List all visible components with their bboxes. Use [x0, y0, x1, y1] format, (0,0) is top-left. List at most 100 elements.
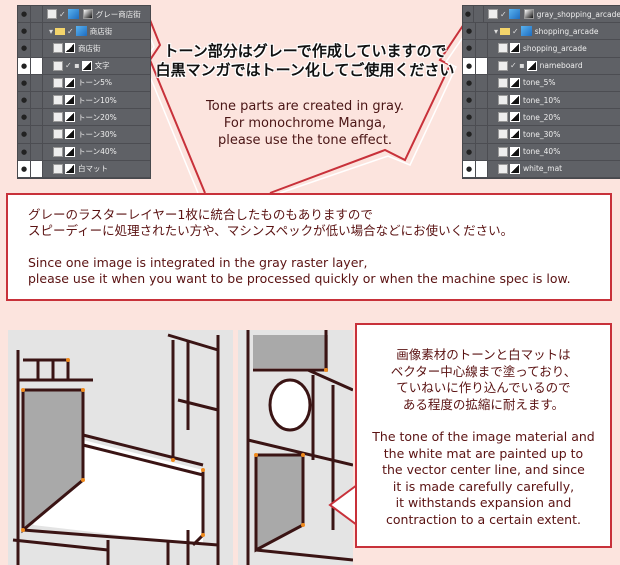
eye-icon[interactable]: ●	[18, 74, 31, 91]
eye-icon[interactable]: ●	[18, 143, 31, 160]
layer-row[interactable]: ● トーン10%	[18, 91, 150, 110]
eye-icon[interactable]: ●	[18, 57, 31, 74]
scale-note-box: 画像素材のトーンと白マットは ベクター中心線まで塗っており、 ていねいに作り込ん…	[355, 323, 612, 548]
eye-icon[interactable]: ●	[18, 126, 31, 143]
layer-panel-japanese: ●✓グレー商店街●▾✓商店街●商店街●✓ ▪文字●トーン5%●トーン10%●トー…	[17, 5, 151, 179]
layer-row[interactable]: ● トーン20%	[18, 109, 150, 127]
eye-icon[interactable]: ●	[463, 6, 474, 23]
lock-column[interactable]	[476, 23, 488, 40]
lock-column[interactable]	[31, 40, 43, 57]
eye-icon[interactable]: ●	[18, 6, 31, 23]
tone-note-en-3: please use the tone effect.	[217, 133, 393, 148]
eye-icon[interactable]: ●	[18, 23, 31, 40]
layer-row[interactable]: ●商店街	[18, 40, 150, 58]
layer-row[interactable]: ●✓gray_shopping_arcade	[463, 6, 620, 24]
eye-icon[interactable]: ●	[463, 160, 476, 177]
lock-column[interactable]	[31, 23, 43, 40]
lock-column[interactable]	[476, 40, 488, 57]
eye-icon[interactable]: ●	[463, 23, 476, 40]
lock-column[interactable]	[476, 91, 488, 109]
lock-column[interactable]	[31, 57, 43, 74]
eye-icon[interactable]: ●	[463, 74, 476, 91]
expand-arrow-icon[interactable]: ▾	[494, 26, 499, 36]
layer-row[interactable]: ●トーン40%	[18, 143, 150, 161]
layer-name: tone_30%	[523, 129, 561, 139]
layer-name: グレー商店街	[95, 9, 141, 19]
vector-icon	[75, 26, 87, 37]
lock-column[interactable]	[31, 143, 43, 160]
lock-column[interactable]	[31, 109, 43, 126]
eye-icon[interactable]: ●	[463, 126, 476, 143]
lock-column[interactable]	[474, 6, 484, 23]
lock-column[interactable]	[31, 91, 43, 109]
eye-icon[interactable]: ●	[18, 160, 31, 177]
lock-column[interactable]	[476, 109, 488, 126]
lock-column[interactable]	[31, 6, 43, 23]
layer-row[interactable]: ●✓ ▪文字	[18, 57, 150, 75]
layer-name: white_mat	[523, 164, 563, 174]
layer-thumbnail-icon	[498, 129, 508, 140]
line-art-illustration	[8, 330, 353, 565]
layer-thumbnail-icon	[498, 163, 508, 174]
lock-column[interactable]	[476, 143, 488, 160]
eye-icon[interactable]: ●	[463, 91, 476, 109]
lock-column[interactable]	[31, 74, 43, 91]
layer-name: トーン30%	[78, 129, 117, 139]
lock-column[interactable]	[31, 126, 43, 143]
layer-row[interactable]: ● tone_30%	[463, 126, 620, 144]
layer-row[interactable]: ● トーン30%	[18, 126, 150, 144]
layer-name: トーン20%	[78, 112, 117, 122]
tone-note-jp-2: 白黒マンガではトーン化してご使用ください	[155, 61, 455, 79]
eye-icon[interactable]: ●	[18, 109, 31, 126]
mask-icon	[510, 129, 520, 140]
scale-note-en-3: the vector center line, and since	[382, 462, 585, 477]
check-icon: ✓	[59, 9, 66, 19]
mask-icon	[510, 163, 520, 174]
scale-note-en-5: it withstands expansion and	[395, 495, 572, 510]
vector-icon	[520, 26, 532, 37]
layer-name: トーン10%	[78, 95, 117, 105]
layer-thumbnail-icon	[498, 95, 508, 106]
lock-column[interactable]	[476, 57, 488, 74]
eye-icon[interactable]: ●	[18, 91, 31, 109]
scale-note-jp-1: 画像素材のトーンと白マットは	[396, 347, 571, 362]
scale-note-en-6: contraction to a certain extent.	[386, 511, 581, 527]
layer-thumbnail-icon	[498, 112, 508, 123]
eye-icon[interactable]: ●	[463, 57, 476, 74]
layer-row[interactable]: ●tone_40%	[463, 143, 620, 161]
layer-row[interactable]: ● ✓ グレー商店街	[18, 6, 150, 24]
scale-note-jp-2: ベクター中心線まで塗っており、	[390, 363, 577, 379]
lock-column[interactable]	[31, 160, 43, 177]
layer-row[interactable]: ●白マット	[18, 160, 150, 178]
layer-row[interactable]: ●tone_20%	[463, 109, 620, 127]
lock-column[interactable]	[476, 126, 488, 143]
raster-thumbnail-icon	[523, 9, 534, 20]
layer-name: トーン5%	[78, 78, 113, 88]
layer-row[interactable]: ●✓ ▪nameboard	[463, 57, 620, 75]
layer-name: shopping_arcade	[523, 43, 587, 53]
layer-row[interactable]: ● white_mat	[463, 160, 620, 178]
scale-note-en-2: the white mat are painted up to	[383, 445, 584, 461]
eye-icon[interactable]: ●	[463, 109, 476, 126]
raster-note-jp-1: グレーのラスターレイヤー1枚に統合したものもありますので	[28, 207, 373, 222]
layer-thumbnail-icon	[47, 9, 57, 20]
layer-row[interactable]: ●tone_5%	[463, 74, 620, 92]
vector-icon	[67, 9, 79, 20]
layer-row[interactable]: ● トーン5%	[18, 74, 150, 92]
lock-column[interactable]	[476, 74, 488, 91]
expand-arrow-icon[interactable]: ▾	[49, 26, 54, 36]
eye-icon[interactable]: ●	[18, 40, 31, 57]
scale-note-jp-3: ていねいに作り込んでいるので	[396, 380, 571, 395]
layer-name: 文字	[94, 61, 110, 71]
lock-column[interactable]	[476, 160, 488, 177]
eye-icon[interactable]: ●	[463, 143, 476, 160]
layer-row[interactable]: ●▾✓商店街	[18, 23, 150, 41]
layer-thumbnail-icon	[53, 95, 63, 106]
layer-name: gray_shopping_arcade	[536, 9, 620, 19]
layer-row[interactable]: ●▾✓shopping_arcade	[463, 23, 620, 41]
layer-thumbnail-icon	[53, 43, 63, 54]
eye-icon[interactable]: ●	[463, 40, 476, 57]
layer-row[interactable]: ●tone_10%	[463, 91, 620, 110]
layer-row[interactable]: ● shopping_arcade	[463, 40, 620, 58]
layer-name: nameboard	[539, 61, 583, 71]
